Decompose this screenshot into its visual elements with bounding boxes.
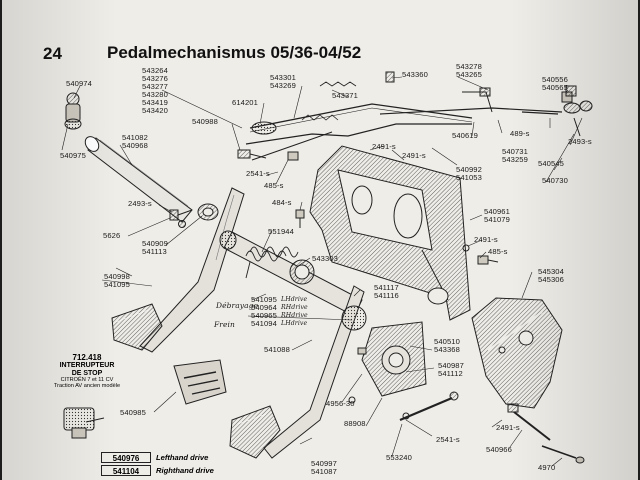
part-label-540987: 540987 541112 xyxy=(438,361,464,378)
page-title: Pedalmechanismus 05/36-04/52 xyxy=(107,43,362,62)
part-label-489s: 489-s xyxy=(510,129,530,138)
part-label-540985: 540985 xyxy=(120,408,146,417)
bushing-fitting xyxy=(64,92,82,130)
part-label-540965-rh: 540965 xyxy=(251,311,277,320)
part-label-541095-lh: 541095 xyxy=(251,295,277,304)
label-lhdrive-2: LHdrive xyxy=(281,320,308,327)
part-label-543278: 543278 543265 xyxy=(456,62,482,79)
part-label-553240: 553240 xyxy=(386,453,412,462)
part-label-614201: 614201 xyxy=(232,98,258,107)
stop-switch-subtitle-1: CITROËN 7 et 11 CV xyxy=(60,377,114,383)
legend-row: 541104 Righthand drive xyxy=(101,465,257,476)
part-label-2491s-b: 2491-s xyxy=(402,151,426,160)
mounting-bracket xyxy=(309,145,471,321)
part-label-543360: 543360 xyxy=(402,70,428,79)
part-label-540966: 540966 xyxy=(486,445,512,454)
part-label-540992: 540992 541053 xyxy=(456,165,482,182)
part-label-543301: 543301 543269 xyxy=(270,73,296,90)
part-label-540510: 540510 543368 xyxy=(434,337,460,354)
leader-lines xyxy=(61,76,583,467)
legend-row: 540976 Lefthand drive xyxy=(101,452,257,463)
return-spring xyxy=(245,246,299,279)
bushing xyxy=(197,203,219,221)
label-lhdrive: LHdrive xyxy=(281,296,308,303)
part-label-540974: 540974 xyxy=(66,79,92,88)
part-label-2541s-b: 2541-s xyxy=(436,435,460,444)
drive-legend: 540976 Lefthand drive 541104 Righthand d… xyxy=(101,452,257,478)
legend-code: 540976 xyxy=(101,452,151,463)
part-label-540975: 540975 xyxy=(60,151,86,160)
part-label-540998: 540998 541095 xyxy=(104,272,130,289)
part-label-4970: 4970 xyxy=(538,463,556,472)
part-label-540997: 540997 541087 xyxy=(311,459,337,476)
part-label-485s-a: 485-s xyxy=(264,181,284,190)
part-label-543303: 543303 xyxy=(312,254,338,263)
part-label-group-543264: 543264 543276 543277 543280 543419 54342… xyxy=(142,66,168,115)
part-label-543371: 543371 xyxy=(332,91,358,100)
part-label-88908: 88908 xyxy=(344,419,366,428)
part-label-485s-b: 485-s xyxy=(488,247,508,256)
legend-text: Lefthand drive xyxy=(156,453,209,462)
part-label-4956-30: 4956-30 xyxy=(326,399,355,408)
part-label-545304: 545304 545306 xyxy=(538,267,564,284)
label-rhdrive-2: RHdrive xyxy=(281,312,308,319)
part-label-541082: 541082 540968 xyxy=(122,133,148,150)
part-label-551944: 551944 xyxy=(268,227,294,236)
part-label-540988: 540988 xyxy=(192,117,218,126)
legend-code: 541104 xyxy=(101,465,151,476)
stop-switch-image xyxy=(63,407,105,439)
pedal-pad xyxy=(173,359,227,405)
part-label-541094-lh: 541094 xyxy=(251,319,277,328)
part-label-541117: 541117 541116 xyxy=(374,283,399,300)
stop-switch-title-1: INTERRUPTEUR xyxy=(59,362,115,369)
clutch-pedal xyxy=(111,187,245,353)
stop-switch-title-2: DE STOP xyxy=(71,369,103,377)
part-label-540909: 540909 541113 xyxy=(142,239,168,256)
stop-switch-caption: 712.418 INTERRUPTEUR DE STOP CITROËN 7 e… xyxy=(47,353,127,389)
stop-switch-number: 712.418 xyxy=(72,353,102,362)
part-label-540961: 540961 541079 xyxy=(484,207,510,224)
label-frein: Frein xyxy=(214,320,235,329)
part-label-5626: 5626 xyxy=(103,231,121,240)
part-label-540556: 540556 540565 xyxy=(542,75,568,92)
part-label-540731: 540731 543259 xyxy=(502,147,528,164)
part-label-540730: 540730 xyxy=(542,176,568,185)
part-label-484s: 484-s xyxy=(272,198,292,207)
part-label-540545: 540545 xyxy=(538,159,564,168)
side-bracket xyxy=(471,297,563,409)
page-number: 24 xyxy=(43,44,62,63)
clevis-fittings xyxy=(565,85,593,112)
part-label-2541s-a: 2541-s xyxy=(246,169,270,178)
push-rod xyxy=(399,391,585,464)
part-label-2491s-a: 2491-s xyxy=(372,142,396,151)
part-label-540964-rh: 540964 xyxy=(251,303,277,312)
part-label-2491s-c: 2491-s xyxy=(474,235,498,244)
lever-hub xyxy=(341,305,427,397)
part-label-2491s-d: 2491-s xyxy=(496,423,520,432)
legend-text: Righthand drive xyxy=(156,466,214,475)
label-rhdrive: RHdrive xyxy=(281,304,308,311)
part-label-2493s-a: 2493-s xyxy=(568,137,592,146)
stop-switch-subtitle-2: Traction AV ancien modèle xyxy=(53,383,121,389)
label-debrayage: Débrayage xyxy=(216,301,259,310)
part-label-541088: 541088 xyxy=(264,345,290,354)
part-label-2493s-b: 2493-s xyxy=(128,199,152,208)
brake-pedal xyxy=(229,285,365,459)
part-label-540619: 540619 xyxy=(452,131,478,140)
pedal-rods xyxy=(245,71,581,161)
